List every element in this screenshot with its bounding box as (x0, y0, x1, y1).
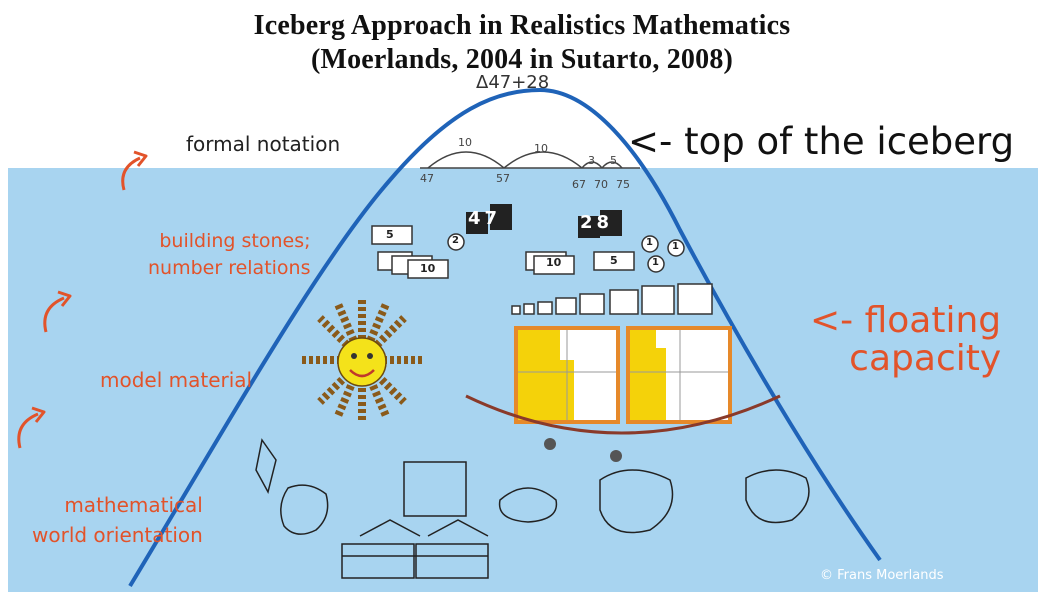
abacus-wheel-left (544, 438, 556, 450)
abacus-arc (465, 394, 781, 435)
animals-sketch (599, 469, 674, 534)
formal-notation-label: formal notation (186, 132, 341, 156)
card-label: 2 (452, 235, 459, 246)
iceberg-tip (400, 92, 648, 168)
abacus-wheel-right (610, 450, 622, 462)
base-ten-grid-1 (514, 326, 620, 424)
jars-row (511, 283, 713, 315)
jump-arc-4 (601, 161, 623, 169)
top-of-iceberg-label: <- top of the iceberg (628, 120, 1015, 163)
title-line-1: Iceberg Approach in Realistics Mathemati… (253, 10, 791, 41)
rotation-arrow-icon (17, 150, 148, 449)
point-label: 57 (496, 172, 510, 185)
card-label: 1 (646, 237, 653, 248)
floating-capacity-line-1: <- floating (810, 300, 1002, 341)
world-sketches (255, 438, 810, 579)
jump-label: 10 (458, 136, 472, 149)
copyright-label: © Frans Moerlands (820, 568, 944, 583)
point-label: 70 (594, 178, 608, 191)
iceberg-outline (128, 87, 882, 588)
point-label: 75 (616, 178, 630, 191)
title-line-2: (Moerlands, 2004 in Sutarto, 2008) (310, 44, 734, 75)
card-label: 1 (672, 241, 679, 252)
world-orientation-line-2: world orientation (32, 523, 203, 547)
formula-label: Δ47+28 (476, 72, 550, 93)
book-sketch (403, 461, 467, 517)
cards-right-shapes (525, 235, 685, 275)
card-label: 5 (386, 228, 394, 241)
card-label: 1 (652, 257, 659, 268)
train-icon (341, 519, 489, 579)
jump-label: 5 (610, 154, 617, 167)
jump-label: 10 (534, 142, 548, 155)
cards-left-shapes (371, 225, 465, 279)
world-orientation-line-1: mathematical (64, 493, 203, 517)
jump-label: 3 (588, 154, 595, 167)
card-label: 5 (610, 254, 618, 267)
purse-sketch (498, 487, 558, 523)
dark-tile-label: 47 (468, 208, 502, 229)
card-label: 10 (420, 262, 436, 275)
number-line (420, 151, 640, 169)
model-material-label: model material (100, 368, 253, 392)
world-orientation-label: mathematical world orientation (32, 490, 203, 550)
horses-sketch (745, 469, 810, 524)
dark-tiles (466, 204, 622, 238)
jump-arc-2 (503, 151, 583, 169)
point-label: 47 (420, 172, 434, 185)
dark-tile-label: 28 (580, 212, 614, 233)
kite-sketch (255, 438, 277, 495)
building-stones-line-1: building stones; (159, 230, 311, 252)
building-stones-label: building stones; number relations (148, 228, 311, 282)
sun-icon (302, 300, 422, 420)
floating-capacity-label: <- floating capacity (810, 302, 1001, 378)
jump-arc-1 (427, 151, 505, 169)
jump-arc-3 (581, 161, 603, 169)
child-sketch (280, 484, 329, 535)
point-label: 67 (572, 178, 586, 191)
card-label: 10 (546, 256, 562, 269)
floating-capacity-line-2: capacity (849, 338, 1002, 379)
base-ten-grid-2 (626, 326, 732, 424)
building-stones-line-2: number relations (148, 257, 311, 279)
